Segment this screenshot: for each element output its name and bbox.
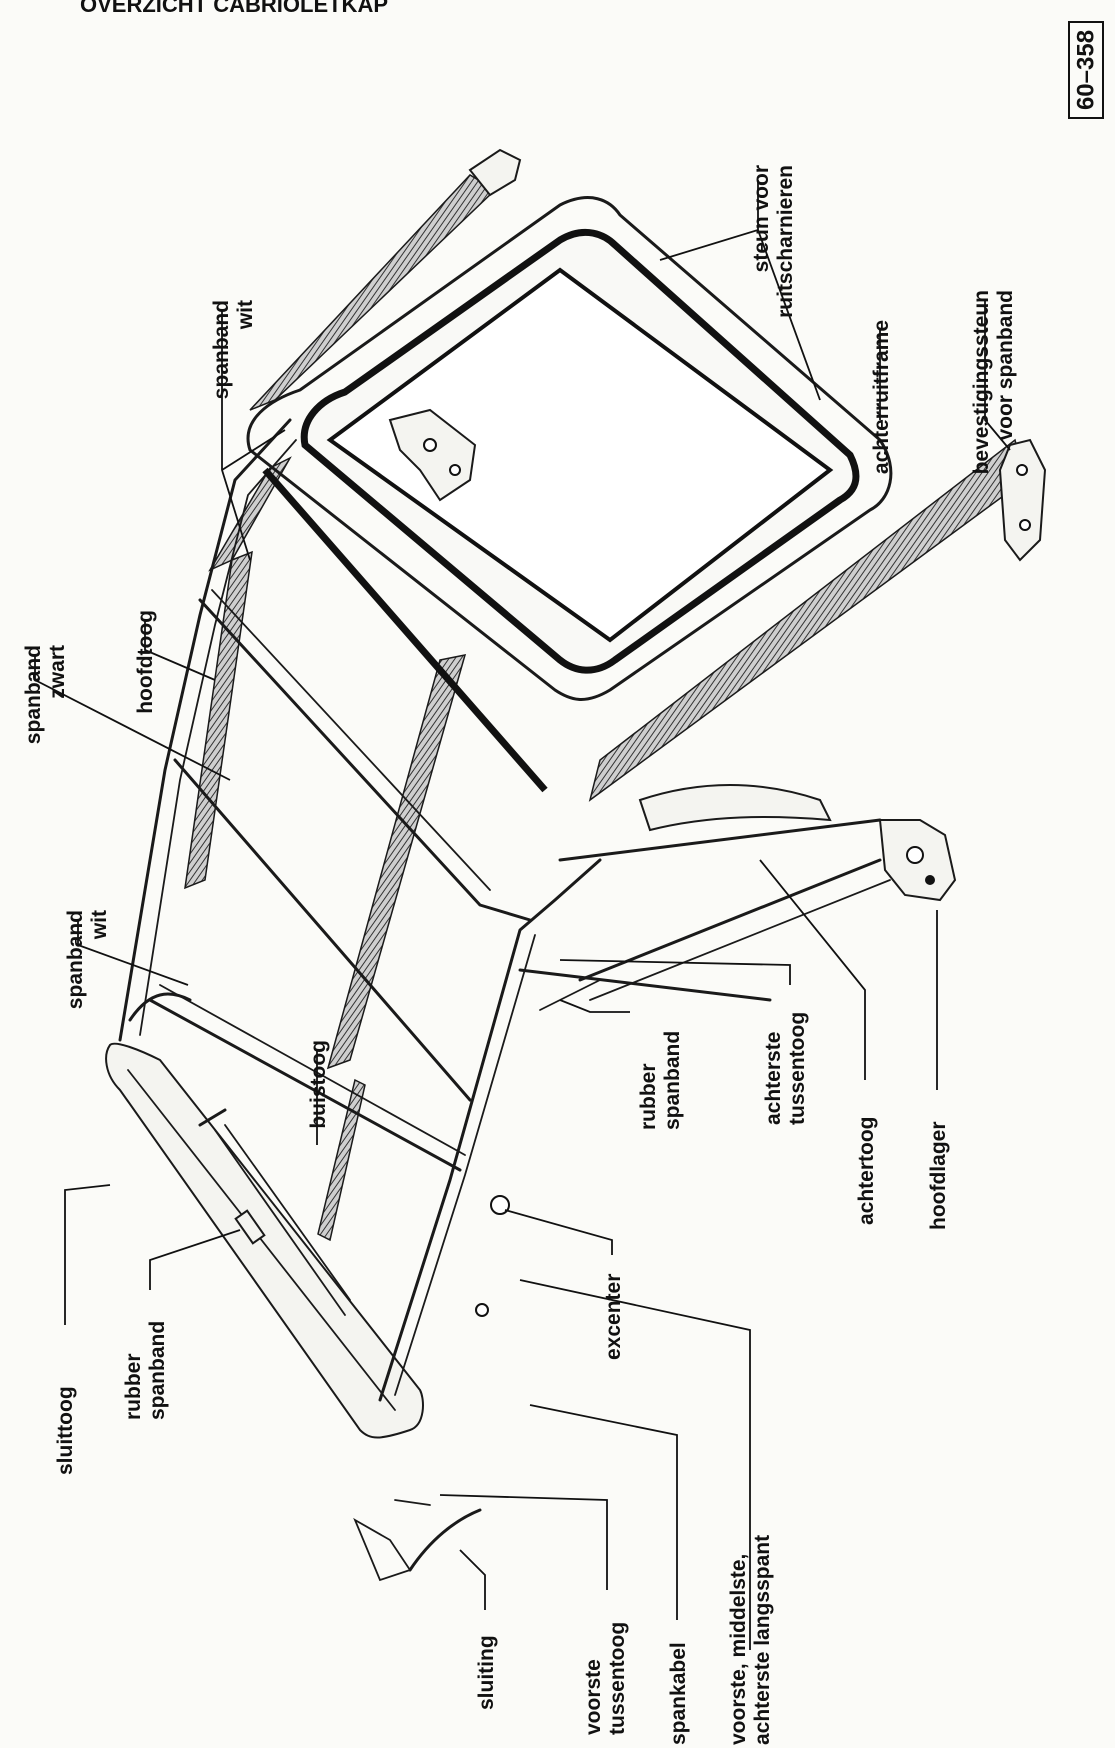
svg-text:hoofdlager: hoofdlager [927,1122,950,1231]
voorste-tussentoog-bar [214,1129,346,1316]
buistoog-bow [148,998,462,1172]
svg-text:60–358: 60–358 [1072,30,1099,110]
label-sluiting: sluiting [475,1635,498,1710]
label-achterste-tussentoog: achterstetussentoog [762,1012,809,1125]
rear-seal-left [262,467,548,793]
callout-labels: steun voorruitscharnieren achterruitfram… [22,165,1017,1745]
svg-text:spanbandwit: spanbandwit [64,910,111,1009]
reference-number: 60–358 [1068,21,1104,119]
leader-lines [34,180,1011,1650]
label-hoofdlager: hoofdlager [927,1122,950,1231]
svg-text:bevestigingssteunvoor spanband: bevestigingssteunvoor spanband [970,290,1017,474]
label-sluittoog: sluittoog [54,1386,77,1475]
svg-text:rubberspanband: rubberspanband [122,1321,169,1420]
label-rubber-spanband-left: rubberspanband [122,1321,169,1420]
spanband-lower-mid-strip [317,1078,366,1242]
label-rubber-spanband-right: rubberspanband [637,1031,684,1130]
label-spanband-wit-mid: spanbandwit [64,910,111,1009]
label-bevestigingssteun-voor-spanband: bevestigingssteunvoor spanband [970,290,1017,474]
achtertoog-bow [638,784,832,832]
right-side-rail [378,858,602,1402]
label-buistoog: buistoog [307,1040,330,1129]
top-frame-drawing [105,148,1047,1582]
rubber-spanband-block [234,1209,266,1245]
hoofdlager-bracket [578,819,957,1001]
sluiting-hook [408,1508,482,1572]
page-title: OVERZICHT CABRIOLETKAP [80,0,388,17]
svg-text:sluiting: sluiting [475,1635,498,1710]
svg-text:rubberspanband: rubberspanband [637,1031,684,1130]
mid-bow [173,758,472,1102]
svg-text:voorste, middelste,achterste l: voorste, middelste,achterste langsspant [727,1535,774,1745]
label-achtertoog: achtertoog [855,1116,878,1225]
svg-text:achterruitframe: achterruitframe [870,320,893,474]
label-spanband-zwart: spanbandzwart [22,645,69,744]
hoofdtoog-bow [198,598,532,922]
label-achterruitframe: achterruitframe [870,320,893,474]
svg-text:voorstetussentoog: voorstetussentoog [582,1622,629,1735]
window-hinge-bracket [388,408,477,502]
left-side-rail [118,418,292,1042]
svg-text:spanbandzwart: spanbandzwart [22,645,69,744]
label-voorste-tussentoog: voorstetussentoog [582,1622,629,1735]
svg-text:achtertoog: achtertoog [855,1116,878,1225]
label-spankabel: spankabel [667,1642,690,1745]
rear-window-frame [246,196,893,701]
spanband-bottom-strip [588,438,1026,802]
label-hoofdtoog: hoofdtoog [134,610,157,714]
label-spanband-wit-top: spanbandwit [210,300,257,399]
svg-text:buistoog: buistoog [307,1040,330,1129]
label-langsspant: voorste, middelste,achterste langsspant [727,1535,774,1745]
svg-text:steun voorruitscharnieren: steun voorruitscharnieren [750,165,797,318]
svg-text:sluittoog: sluittoog [54,1386,77,1475]
label-excenter: excenter [602,1274,625,1360]
spanband-mid-strip [326,654,467,1070]
top-bracket [468,148,522,197]
svg-text:hoofdtoog: hoofdtoog [134,610,157,714]
svg-text:excenter: excenter [602,1274,625,1360]
svg-text:spankabel: spankabel [667,1642,690,1745]
svg-text:spanbandwit: spanbandwit [210,300,257,399]
spanband-left-strip [184,550,253,890]
svg-text:achterstetussentoog: achterstetussentoog [762,1012,809,1125]
label-steun-voor-ruitscharnieren: steun voorruitscharnieren [750,165,797,318]
excenter-pin [490,1195,510,1215]
bevestigingssteun-bracket [998,438,1047,562]
achterste-tussentoog-bar [518,968,772,1002]
